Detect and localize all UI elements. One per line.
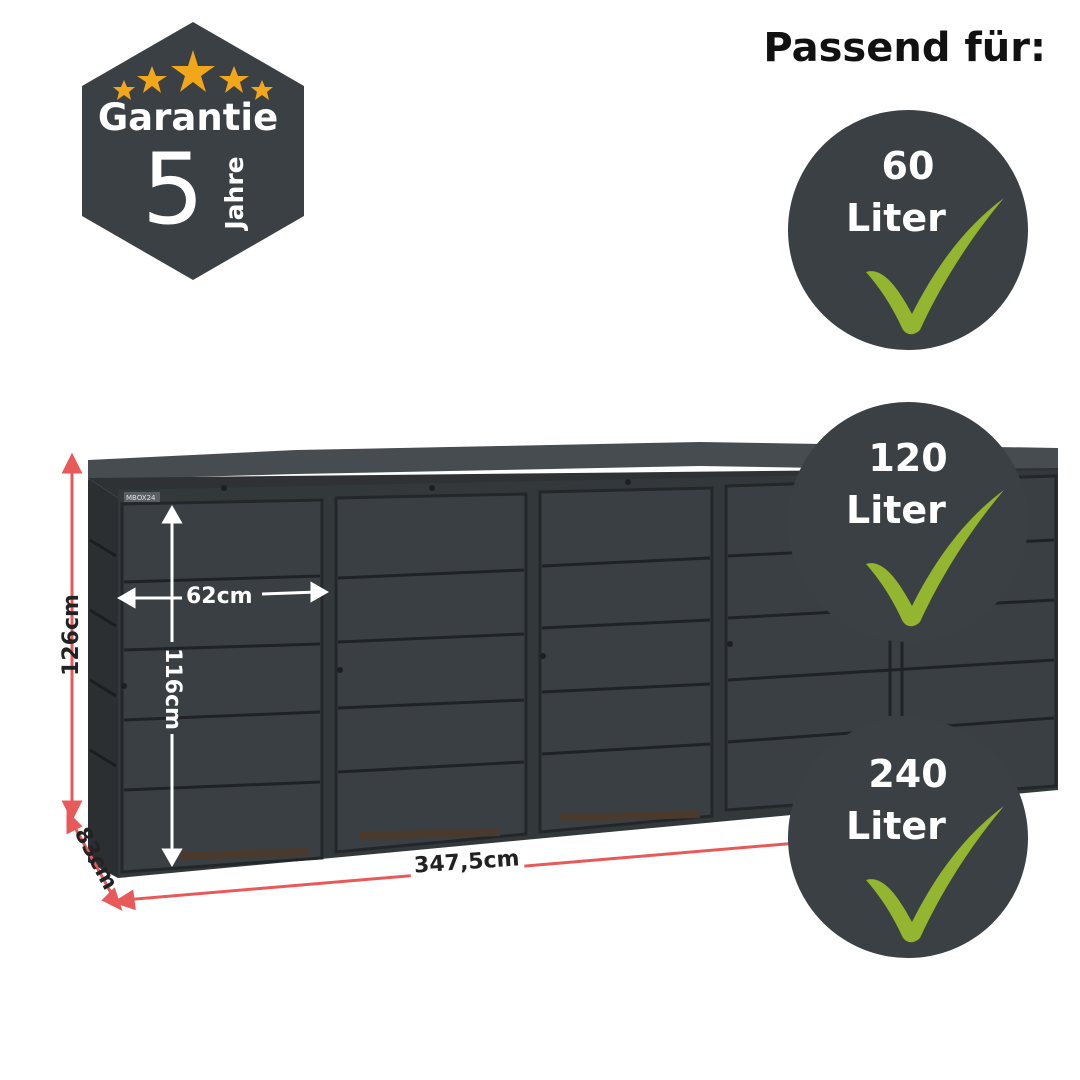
check-icon xyxy=(866,490,1004,627)
capacity-unit-240: Liter xyxy=(846,804,946,848)
check-icon xyxy=(866,198,1004,335)
guarantee-years-number: 5 xyxy=(141,133,205,247)
headline: Passend für: xyxy=(763,25,1046,71)
door-width-dimension-label: 62cm xyxy=(186,584,253,609)
star-icon xyxy=(113,50,273,100)
brand-tag: MBOX24 xyxy=(126,494,156,502)
inner-dimension-lines xyxy=(116,504,330,868)
capacity-value-120: 120 xyxy=(868,436,948,480)
height-dimension-label: 126cm xyxy=(59,594,84,676)
capacity-value-240: 240 xyxy=(868,752,948,796)
check-icon xyxy=(866,806,1004,943)
guarantee-title: Garantie xyxy=(97,96,279,139)
capacity-unit-60: Liter xyxy=(846,196,946,240)
capacity-unit-120: Liter xyxy=(846,488,946,532)
door-height-dimension-label: 116cm xyxy=(160,648,185,730)
guarantee-badge xyxy=(82,22,304,280)
capacity-value-60: 60 xyxy=(881,144,935,188)
